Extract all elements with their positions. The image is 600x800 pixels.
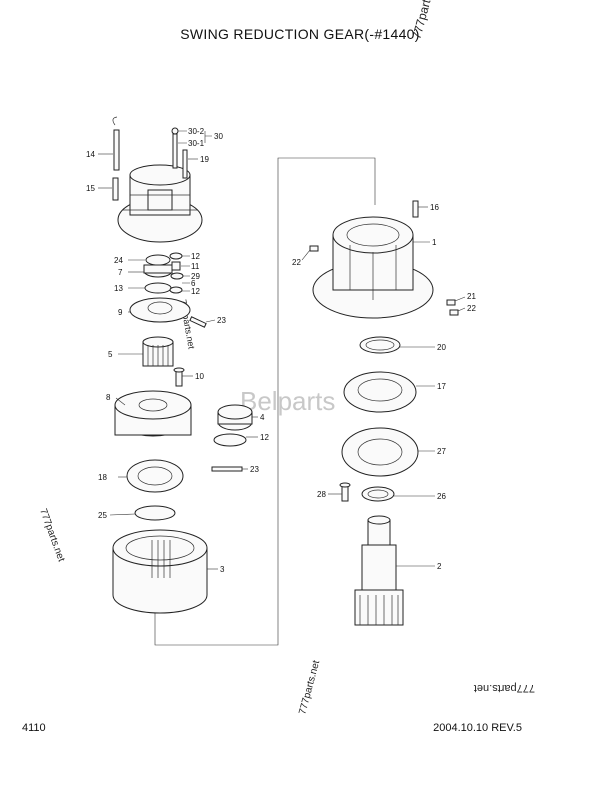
callout-9: 9 xyxy=(118,308,123,317)
part-30-bolt xyxy=(171,127,179,169)
callout-19: 19 xyxy=(200,155,209,164)
callout-5: 5 xyxy=(108,350,113,359)
revision-date: 2004.10.10 REV.5 xyxy=(433,722,522,734)
callout-7: 7 xyxy=(118,268,123,277)
part-9-carrier xyxy=(129,297,191,323)
callout-22-lower: 22 xyxy=(467,304,476,313)
leader-lines xyxy=(98,130,466,570)
watermark-belparts: Belparts xyxy=(240,386,335,416)
part-10-bolt xyxy=(173,367,185,387)
callout-8: 8 xyxy=(106,393,111,402)
part-27-shim-plate xyxy=(341,427,419,477)
callout-15: 15 xyxy=(86,184,95,193)
page-title: SWING REDUCTION GEAR(-#1440) xyxy=(180,26,420,42)
callout-20: 20 xyxy=(437,343,446,352)
callout-23-lower: 23 xyxy=(250,465,259,474)
part-8-carrier-assembly xyxy=(114,390,192,437)
callout-30: 30 xyxy=(214,132,223,141)
part-23-pin-upper xyxy=(189,316,207,328)
watermark-lower-left: 777parts.net xyxy=(37,507,66,563)
swing-motor-assembly xyxy=(117,164,203,243)
callout-27: 27 xyxy=(437,447,446,456)
assembly-connector-line xyxy=(154,157,376,646)
callout-6: 6 xyxy=(191,279,196,288)
part-23-pin-lower xyxy=(211,466,243,472)
page-number: 4110 xyxy=(22,722,46,734)
part-15-pin xyxy=(112,177,119,201)
part-19-bolt xyxy=(182,149,188,179)
callout-14: 14 xyxy=(86,150,95,159)
callout-12-lower: 12 xyxy=(260,433,269,442)
part-21-22-plugs xyxy=(446,299,459,316)
part-26-collar xyxy=(361,486,395,502)
part-14-bolt xyxy=(112,116,120,171)
part-7-gear xyxy=(143,264,173,278)
callout-23-upper: 23 xyxy=(217,316,226,325)
callout-29: 29 xyxy=(191,272,200,281)
callout-17: 17 xyxy=(437,382,446,391)
callout-22-upper: 22 xyxy=(292,258,301,267)
callout-21: 21 xyxy=(467,292,476,301)
callout-2: 2 xyxy=(437,562,442,571)
callout-30-2: 30-2 xyxy=(188,127,205,136)
callout-25: 25 xyxy=(98,511,107,520)
part-28-bolt xyxy=(339,482,351,502)
callout-28: 28 xyxy=(317,490,326,499)
part-20-oil-seal xyxy=(359,336,401,354)
watermark-bottom-right: 777parts.net xyxy=(474,682,535,694)
part-16-pin xyxy=(412,200,419,218)
watermark-top-right: 777parts xyxy=(409,0,435,41)
part-24-ring xyxy=(145,254,171,266)
part-4-planet-gear xyxy=(217,404,253,431)
part-12-thrust-washer xyxy=(213,433,247,447)
part-2-pinion-shaft xyxy=(354,515,404,626)
part-5-sun-gear xyxy=(142,336,174,367)
part-12-11-29-6-small-parts xyxy=(169,252,184,294)
callout-26: 26 xyxy=(437,492,446,501)
callout-11: 11 xyxy=(191,262,200,271)
part-18-bearing xyxy=(126,459,184,493)
part-1-housing xyxy=(312,216,434,319)
callout-13: 13 xyxy=(114,284,123,293)
callout-12-upper: 12 xyxy=(191,252,200,261)
part-22-plug-upper xyxy=(309,245,319,252)
watermark-bottom-center: 777parts.net xyxy=(297,659,322,716)
callout-4: 4 xyxy=(260,413,265,422)
callout-18: 18 xyxy=(98,473,107,482)
part-25-ring xyxy=(134,505,176,521)
callout-12-middle: 12 xyxy=(191,287,200,296)
part-3-ring-gear xyxy=(112,529,208,614)
part-17-bearing xyxy=(343,371,417,413)
callout-30-1: 30-1 xyxy=(188,139,205,148)
callout-16: 16 xyxy=(430,203,439,212)
callout-10: 10 xyxy=(195,372,204,381)
callout-24: 24 xyxy=(114,256,123,265)
part-13-ring xyxy=(144,282,172,294)
callout-3: 3 xyxy=(220,565,225,574)
callout-1: 1 xyxy=(432,238,437,247)
